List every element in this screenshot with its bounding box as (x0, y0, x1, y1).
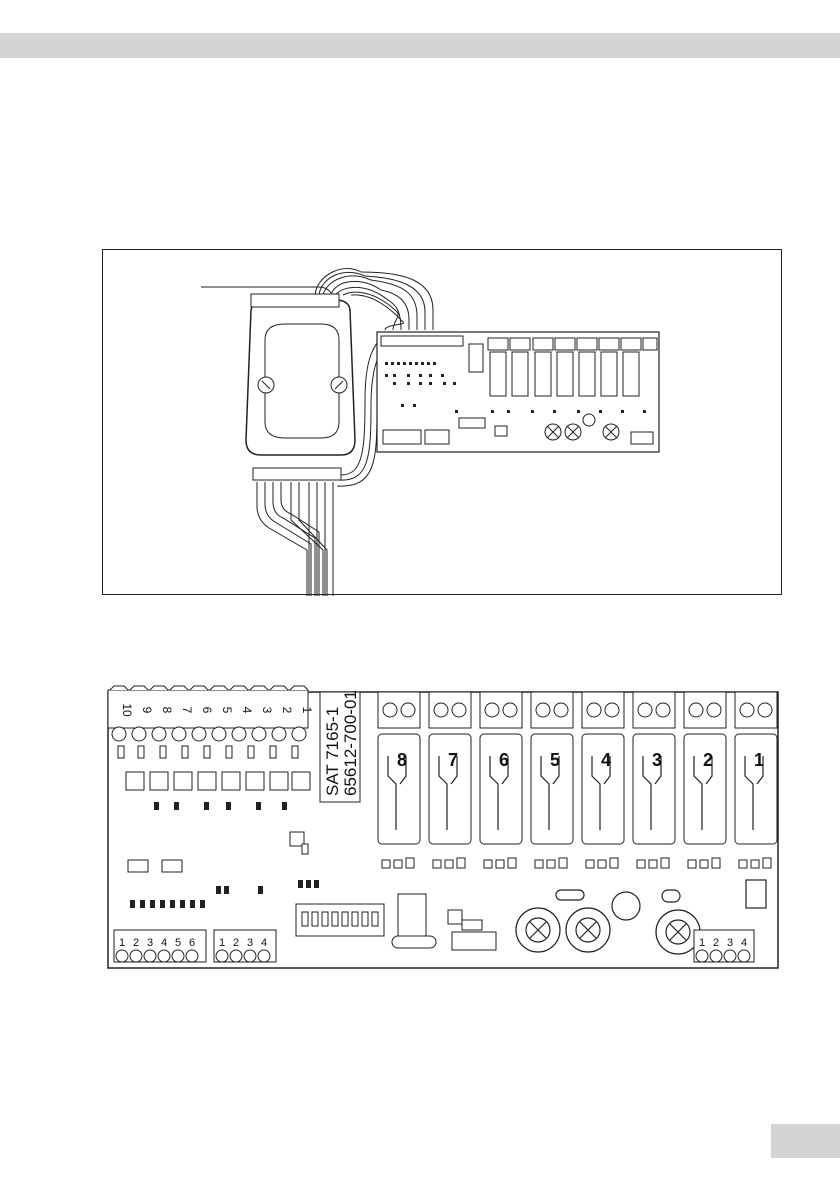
left-connector-pin-5: 5 (175, 937, 181, 949)
connector-pin-9: 9 (140, 707, 154, 714)
relay-label-7: 7 (448, 750, 458, 770)
relay-label-5: 5 (550, 750, 560, 770)
connector-pin-4: 4 (240, 707, 254, 714)
right-connector-pin-4: 4 (741, 937, 747, 949)
left-connector-pin-3: 3 (147, 937, 153, 949)
module-wiring-drawing (103, 250, 783, 596)
connector-pin-10: 10 (120, 703, 134, 717)
connector-pin-7: 7 (180, 707, 194, 714)
connector-pin-8: 8 (160, 707, 174, 714)
relay-label-8: 8 (397, 750, 407, 770)
middle-connector-pin-1: 1 (219, 937, 225, 949)
connector-pin-5: 5 (220, 707, 234, 714)
connector-pin-3: 3 (260, 707, 274, 714)
board-label-line1: SAT 7165-1 (323, 707, 342, 796)
relay-label-3: 3 (652, 750, 662, 770)
header-bar (0, 33, 840, 58)
page-number-tab (771, 1124, 840, 1158)
left-connector-pin-1: 1 (119, 937, 125, 949)
dip-switch (296, 904, 384, 936)
connector-pin-6: 6 (200, 707, 214, 714)
board-detail-drawing: 10 9 8 7 6 5 4 3 2 1 SAT 7165-1 65612-70… (106, 684, 780, 970)
relay-label-6: 6 (499, 750, 509, 770)
right-connector-pin-1: 1 (699, 937, 705, 949)
right-connector-pin-2: 2 (713, 937, 719, 949)
relay-label-1: 1 (754, 750, 764, 770)
figure-board-detail: 10 9 8 7 6 5 4 3 2 1 SAT 7165-1 65612-70… (106, 684, 780, 970)
ic-chip (398, 894, 426, 942)
middle-connector-pin-4: 4 (261, 937, 267, 949)
left-connector-pin-2: 2 (133, 937, 139, 949)
figure-module-wiring (102, 249, 782, 595)
board-label-line2: 65612-700-01 (341, 690, 360, 796)
left-connector-pin-4: 4 (161, 937, 167, 949)
connector-pin-1: 1 (300, 707, 314, 714)
middle-connector-pin-3: 3 (247, 937, 253, 949)
right-connector-pin-3: 3 (727, 937, 733, 949)
relay-label-4: 4 (601, 750, 611, 770)
middle-connector-pin-2: 2 (233, 937, 239, 949)
header-connector (452, 932, 496, 950)
relay-label-2: 2 (703, 750, 713, 770)
connector-pin-2: 2 (280, 707, 294, 714)
left-connector-pin-6: 6 (189, 937, 195, 949)
